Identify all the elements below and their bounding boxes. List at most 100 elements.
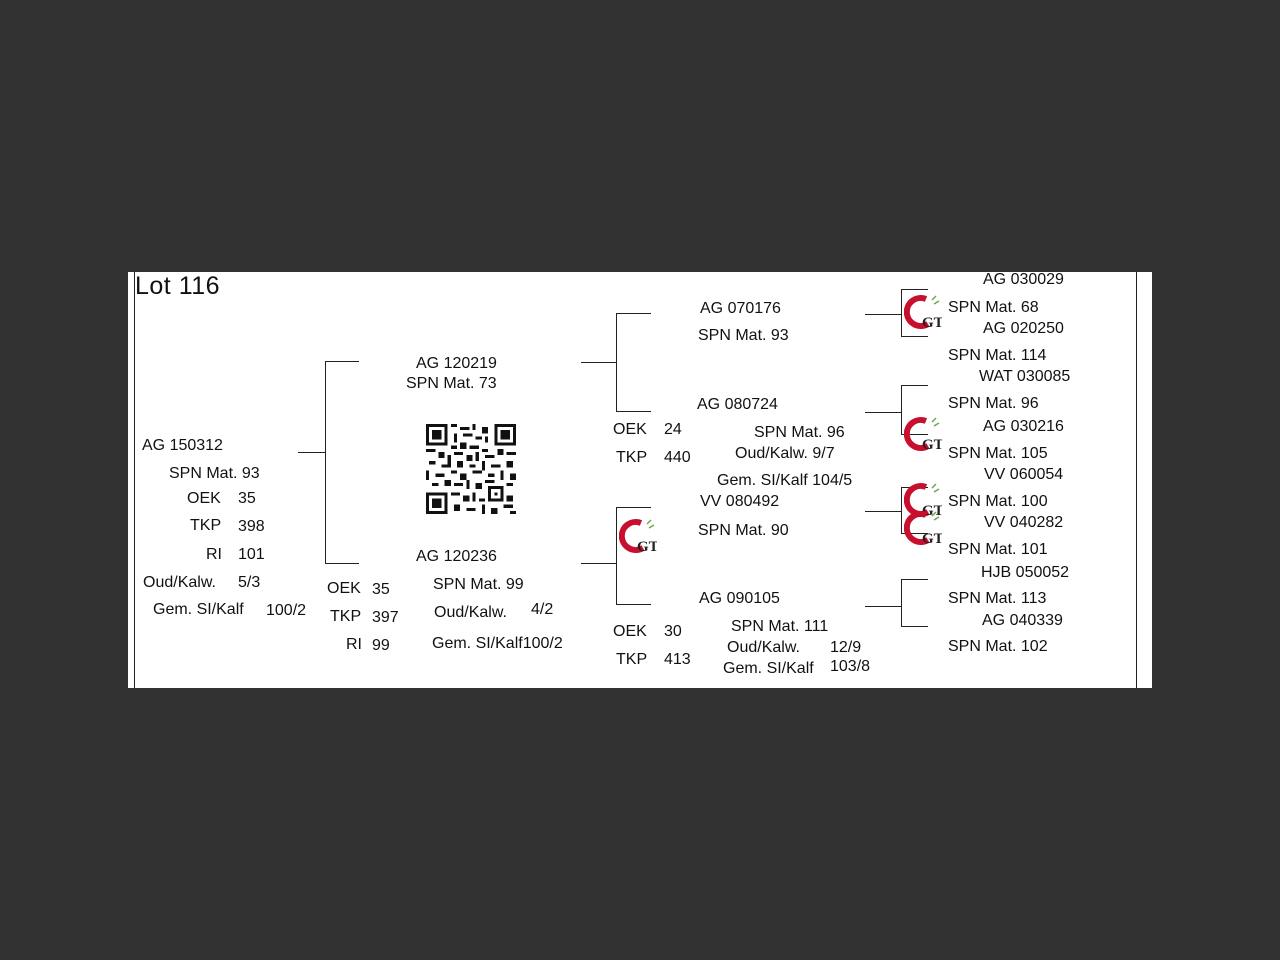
qr-code (426, 424, 516, 514)
sire-spn: SPN Mat. 73 (406, 375, 497, 392)
bracket-line (901, 289, 902, 337)
bracket-line (901, 385, 928, 386)
bracket-line (616, 507, 617, 605)
animal-oud-label: Oud/Kalw. (143, 574, 216, 591)
animal-tkp-value: 398 (238, 518, 265, 535)
bracket-line (901, 289, 928, 290)
g3-7-spn: SPN Mat. 113 (948, 590, 1047, 607)
bracket-line (581, 362, 616, 363)
bracket-line (901, 336, 928, 337)
dam-dam-oud-label: Oud/Kalw. (727, 639, 800, 656)
dam-ri-value: 99 (372, 637, 390, 654)
gt-logo-text: GT (922, 503, 942, 519)
dam-dam-id: AG 090105 (699, 590, 780, 607)
right-border (1136, 272, 1137, 688)
sire-dam-oud: Oud/Kalw. 9/7 (735, 445, 835, 462)
bracket-line (581, 563, 616, 564)
sire-dam-oek-value: 24 (664, 421, 682, 438)
dam-gem: Gem. SI/Kalf100/2 (432, 635, 563, 652)
dam-dam-oek-value: 30 (664, 623, 682, 640)
g3-3-id: WAT 030085 (979, 368, 1071, 385)
g3-2-id: AG 020250 (983, 320, 1064, 337)
sire-sire-id: AG 070176 (700, 300, 781, 317)
g3-1-spn: SPN Mat. 68 (948, 299, 1039, 316)
g3-5-id: VV 060054 (984, 466, 1064, 483)
bracket-line (325, 361, 326, 564)
sire-dam-id: AG 080724 (697, 396, 778, 413)
bracket-line (616, 507, 651, 508)
bracket-line (325, 563, 359, 564)
lot-title: Lot 116 (135, 272, 221, 300)
bracket-line (865, 606, 901, 607)
g3-3-spn: SPN Mat. 96 (948, 395, 1039, 412)
bracket-line (325, 361, 359, 362)
sire-dam-oek-label: OEK (613, 421, 647, 438)
bracket-line (901, 579, 902, 627)
bracket-line (298, 452, 325, 453)
animal-oek-value: 35 (238, 490, 256, 507)
g3-7-id: HJB 050052 (981, 564, 1070, 581)
animal-oek-label: OEK (187, 490, 221, 507)
animal-ri-value: 101 (238, 546, 265, 563)
bracket-line (865, 511, 901, 512)
animal-oud-value: 5/3 (238, 574, 261, 591)
pedigree-sheet: Lot 116 AG 150312 SPN Mat. 93 OEK 35 TKP… (128, 272, 1152, 688)
gt-logo-text: GT (922, 315, 942, 331)
bracket-line (901, 385, 902, 435)
bracket-line (616, 604, 651, 605)
animal-id: AG 150312 (142, 437, 223, 454)
dam-dam-oek-label: OEK (613, 623, 647, 640)
dam-dam-gem-label: Gem. SI/Kalf (723, 660, 814, 677)
bracket-line (901, 434, 928, 435)
g3-8-spn: SPN Mat. 102 (948, 638, 1048, 655)
dam-sire-spn: SPN Mat. 90 (698, 522, 789, 539)
bracket-line (865, 412, 901, 413)
dam-dam-tkp-label: TKP (616, 651, 648, 668)
sire-dam-spn: SPN Mat. 96 (754, 424, 845, 441)
dam-tkp-value: 397 (372, 609, 399, 626)
sire-dam-tkp-value: 440 (664, 449, 691, 466)
bracket-line (901, 487, 902, 534)
bracket-line (616, 313, 651, 314)
g3-4-id: AG 030216 (983, 418, 1064, 435)
g3-2-spn: SPN Mat. 114 (948, 347, 1047, 364)
bracket-line (616, 313, 617, 412)
gt-logo-icon: GT (904, 417, 942, 453)
animal-ri-label: RI (206, 546, 222, 563)
animal-spn: SPN Mat. 93 (169, 465, 260, 482)
g3-1-id: AG 030029 (983, 272, 1064, 288)
dam-tkp-label: TKP (330, 608, 362, 625)
bracket-line (865, 314, 901, 315)
dam-dam-tkp-value: 413 (664, 651, 691, 668)
left-border (134, 272, 135, 688)
sire-id: AG 120219 (416, 355, 497, 372)
dam-dam-oud-value: 12/9 (830, 639, 862, 656)
dam-dam-spn: SPN Mat. 111 (731, 618, 829, 635)
gt-logo-text: GT (637, 539, 657, 555)
dam-spn: SPN Mat. 99 (433, 576, 524, 593)
animal-gem-value: 100/2 (266, 602, 307, 619)
dam-ri-label: RI (346, 636, 362, 653)
dam-id: AG 120236 (416, 548, 497, 565)
g3-5-spn: SPN Mat. 100 (948, 493, 1048, 510)
g3-6-spn: SPN Mat. 101 (948, 541, 1048, 558)
bracket-line (901, 533, 928, 534)
gt-logo-icon: GT (904, 295, 942, 331)
g3-6-id: VV 040282 (984, 514, 1064, 531)
bracket-line (901, 626, 928, 627)
gt-logo-text: GT (922, 437, 942, 453)
dam-oud-label: Oud/Kalw. (434, 604, 507, 621)
dam-oud-value: 4/2 (531, 601, 554, 618)
dam-oek-label: OEK (327, 580, 361, 597)
dam-oek-value: 35 (372, 581, 390, 598)
g3-4-spn: SPN Mat. 105 (948, 445, 1048, 462)
sire-dam-tkp-label: TKP (616, 449, 648, 466)
animal-tkp-label: TKP (190, 517, 222, 534)
sire-dam-gem: Gem. SI/Kalf 104/5 (717, 472, 853, 489)
dam-sire-id: VV 080492 (700, 493, 780, 510)
animal-gem-label: Gem. SI/Kalf (153, 601, 244, 618)
gt-logo-text: GT (922, 531, 942, 547)
g3-8-id: AG 040339 (982, 612, 1063, 629)
sire-sire-spn: SPN Mat. 93 (698, 327, 789, 344)
gt-logo-icon: GT (904, 511, 942, 547)
